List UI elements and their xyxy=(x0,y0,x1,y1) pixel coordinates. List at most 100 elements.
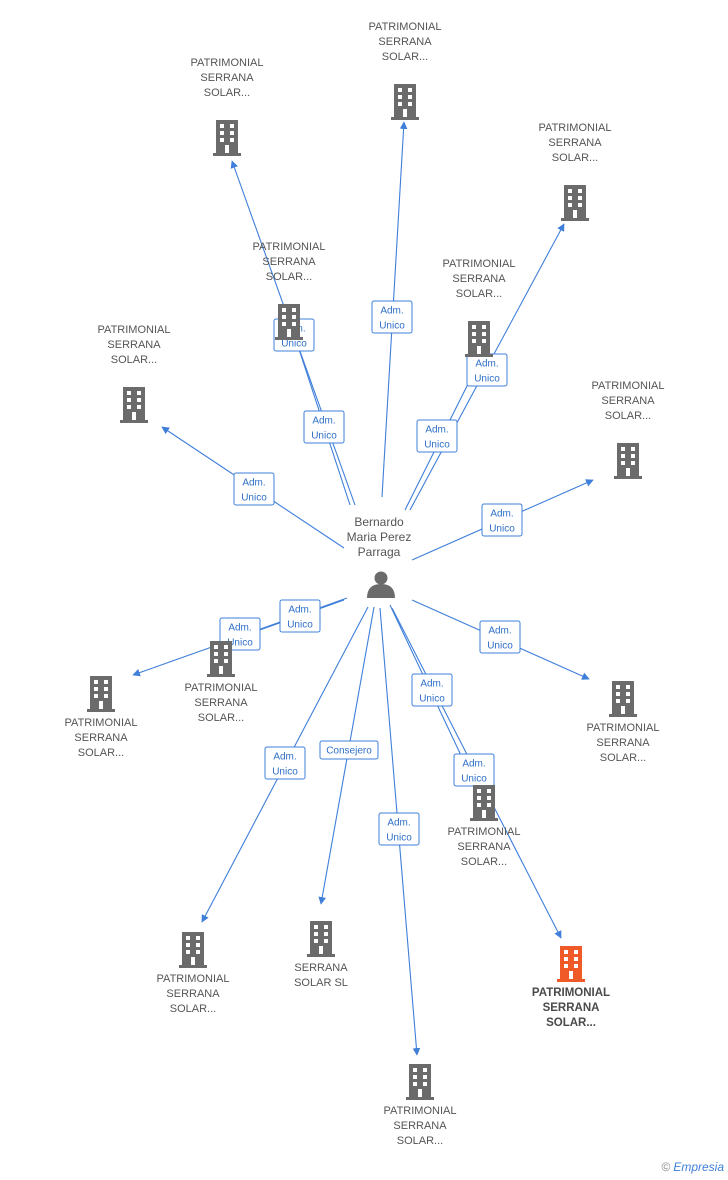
edge-label-text: Consejero xyxy=(326,746,372,757)
company-label-line: PATRIMONIAL xyxy=(253,241,326,253)
company-label-line: SOLAR SL xyxy=(294,977,348,989)
company-label-line: SOLAR... xyxy=(552,152,598,164)
company-node-c9[interactable]: PATRIMONIAL SERRANA SOLAR... xyxy=(65,676,138,759)
company-label-line: SOLAR... xyxy=(111,354,157,366)
company-label-line: SERRANA xyxy=(601,395,655,407)
brand-name: Empresia xyxy=(673,1160,724,1174)
company-label-line: SERRANA xyxy=(200,72,254,84)
company-label-line: SERRANA xyxy=(194,697,248,709)
company-node-c3[interactable]: PATRIMONIALSERRANASOLAR... xyxy=(539,122,612,221)
building-icon xyxy=(609,681,637,717)
edge-label-text: Unico xyxy=(287,620,313,631)
company-node-c14[interactable]: PATRIMONIALSERRANASOLAR... xyxy=(532,946,610,1029)
company-label-line: PATRIMONIAL xyxy=(448,826,521,838)
edge-label-text: Unico xyxy=(241,493,267,504)
company-node-c12[interactable]: PATRIMONIALSERRANASOLAR... xyxy=(157,932,230,1015)
edge-label-c14[interactable]: Adm. Unico xyxy=(453,753,495,787)
edge-label-text: Adm. xyxy=(312,416,335,427)
edge-label-text: Unico xyxy=(487,641,513,652)
edge-label-box xyxy=(481,503,523,537)
edge-label-c7[interactable]: Adm. Unico xyxy=(481,503,523,537)
company-node-c2[interactable]: PATRIMONIALSERRANASOLAR... xyxy=(369,21,442,120)
edge-label-c10[interactable]: Adm. Unico xyxy=(479,620,521,654)
company-label-line: SOLAR... xyxy=(461,856,507,868)
company-node-c11[interactable]: PATRIMONIALSERRANASOLAR... xyxy=(448,785,521,868)
edge-label-text: Adm. xyxy=(228,623,251,634)
edge-label-c6[interactable]: Adm. Unico xyxy=(233,472,275,506)
company-node-c1[interactable]: PATRIMONIAL SERRANA SOLAR... xyxy=(191,57,264,156)
copyright-symbol: © xyxy=(661,1160,671,1174)
edge-label-text: Unico xyxy=(272,767,298,778)
company-node-c5[interactable]: PATRIMONIAL SERRANA SOLAR... xyxy=(443,258,516,357)
edge-label-text: Unico xyxy=(461,774,487,785)
company-label-line: SOLAR... xyxy=(78,747,124,759)
building-icon xyxy=(391,84,419,120)
company-label-line: SERRANA xyxy=(262,256,316,268)
company-node-c4[interactable]: PATRIMONIAL SERRANA SOLAR... xyxy=(253,241,326,340)
company-label-line: SOLAR... xyxy=(170,1003,216,1015)
company-label-line: PATRIMONIAL xyxy=(443,258,516,270)
company-label-line: PATRIMONIAL xyxy=(65,717,138,729)
company-label-line: SERRANA xyxy=(166,988,220,1000)
edge-label-text: Adm. xyxy=(242,478,265,489)
building-icon xyxy=(406,1064,434,1100)
edge-label-box xyxy=(416,419,458,453)
edge-label-c2[interactable]: Adm.Unico xyxy=(371,300,413,334)
edge-label-c15[interactable]: Adm.Unico xyxy=(378,812,420,846)
edge-label-box xyxy=(319,740,379,760)
edge-label-text: Adm. xyxy=(490,509,513,520)
edge-label-c8[interactable]: Adm.Unico xyxy=(279,599,321,633)
company-label-line: PATRIMONIAL xyxy=(384,1105,457,1117)
building-icon xyxy=(275,304,303,340)
building-icon xyxy=(120,387,148,423)
edge-label-c5[interactable]: Adm. Unico xyxy=(416,419,458,453)
company-node-c8[interactable]: PATRIMONIALSERRANASOLAR... xyxy=(185,641,258,724)
company-label-line: SERRANA xyxy=(294,962,348,974)
company-label-line: SOLAR... xyxy=(198,712,244,724)
edge-label-text: Adm. xyxy=(387,818,410,829)
person-icon xyxy=(367,571,395,598)
company-node-c13[interactable]: SERRANA SOLAR SL xyxy=(294,921,348,989)
company-label-line: SOLAR... xyxy=(397,1135,443,1147)
edge-label-box xyxy=(303,410,345,444)
building-icon xyxy=(614,443,642,479)
company-label-line: PATRIMONIAL xyxy=(98,324,171,336)
edge-label-text: Adm. xyxy=(462,759,485,770)
edge-label-text: Adm. xyxy=(425,425,448,436)
edge-label-box xyxy=(479,620,521,654)
company-label-line: SERRANA xyxy=(107,339,161,351)
edge-label-c12[interactable]: Adm. Unico xyxy=(264,746,306,780)
company-label-line: SOLAR... xyxy=(266,271,312,283)
edge-label-text: Adm. xyxy=(273,752,296,763)
company-label-line: SOLAR... xyxy=(204,87,250,99)
company-node-c6[interactable]: PATRIMONIAL SERRANA SOLAR... xyxy=(98,324,171,423)
company-label-line: PATRIMONIAL xyxy=(592,380,665,392)
company-label-line: SOLAR... xyxy=(605,410,651,422)
company-label-line: SERRANA xyxy=(74,732,128,744)
building-icon xyxy=(470,785,498,821)
edge-label-text: Unico xyxy=(489,524,515,535)
edge-labels-layer: Adm.UnicoAdm.UnicoAdm.UnicoAdm.UnicoAdm.… xyxy=(219,300,523,846)
edge-label-text: Unico xyxy=(281,339,307,350)
company-node-c15[interactable]: PATRIMONIAL SERRANA SOLAR... xyxy=(384,1064,457,1147)
company-label-line: SERRANA xyxy=(452,273,506,285)
company-node-c10[interactable]: PATRIMONIALSERRANASOLAR... xyxy=(587,681,660,764)
company-label-line: SERRANA xyxy=(393,1120,447,1132)
edge-label-text: Unico xyxy=(424,440,450,451)
building-icon xyxy=(207,641,235,677)
edges-layer xyxy=(132,121,594,1056)
edge-label-c11[interactable]: Adm.Unico xyxy=(411,673,453,707)
person-label-line: Bernardo xyxy=(354,515,404,529)
company-label-line: PATRIMONIAL xyxy=(587,722,660,734)
company-node-c7[interactable]: PATRIMONIAL SERRANA SOLAR... xyxy=(592,380,665,479)
edge-label-text: Unico xyxy=(311,431,337,442)
edge-label-text: Adm. xyxy=(488,626,511,637)
edge-label-c4[interactable]: Adm. Unico xyxy=(303,410,345,444)
company-label-line: SOLAR... xyxy=(456,288,502,300)
edge-label-c13[interactable]: Consejero xyxy=(319,740,379,760)
watermark: ©Empresia xyxy=(661,1160,724,1174)
company-label-line: PATRIMONIAL xyxy=(191,57,264,69)
edge-label-c3[interactable]: Adm.Unico xyxy=(466,353,508,387)
